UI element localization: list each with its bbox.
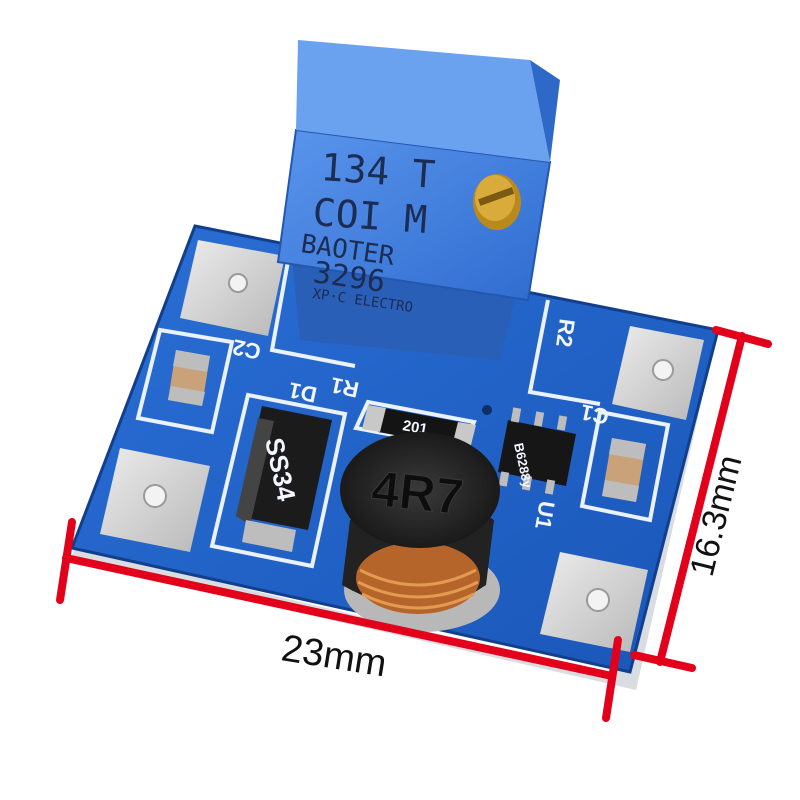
ic-u1: B6288y: [498, 407, 576, 495]
pot-line1: 134 T: [319, 145, 436, 197]
capacitor-c2: [168, 350, 210, 406]
inductor-4r7: 4R7: [340, 432, 500, 632]
pad-hole-bottom-right: [586, 588, 610, 612]
adjust-screw-icon: [473, 174, 521, 230]
solder-pads: [100, 240, 704, 652]
label-r1: R1: [328, 372, 361, 402]
pad-hole-bottom-left: [143, 484, 167, 508]
pad-hole-top-left: [228, 273, 248, 293]
pad-hole-top-right: [652, 359, 674, 381]
via: [482, 405, 492, 415]
silkscreen-labels: R2 C2 D1 R1 C1 U1: [230, 317, 611, 531]
label-d1: D1: [286, 377, 319, 407]
pot-line2: COI M: [311, 190, 428, 242]
label-u1: U1: [530, 499, 560, 531]
label-r2: R2: [551, 317, 580, 348]
label-c1: C1: [578, 399, 611, 429]
capacitor-c1: [602, 438, 646, 502]
potentiometer: 134 T COI M BAOTER 3296 XP·C ELECTRO: [276, 40, 560, 360]
width-label: 23mm: [279, 627, 390, 685]
dimension-height: [630, 326, 772, 672]
label-c2: C2: [230, 334, 263, 364]
dimension-width: [56, 518, 622, 722]
inductor-marking: 4R7: [369, 460, 466, 525]
diode-ss34: SS34: [236, 406, 332, 552]
